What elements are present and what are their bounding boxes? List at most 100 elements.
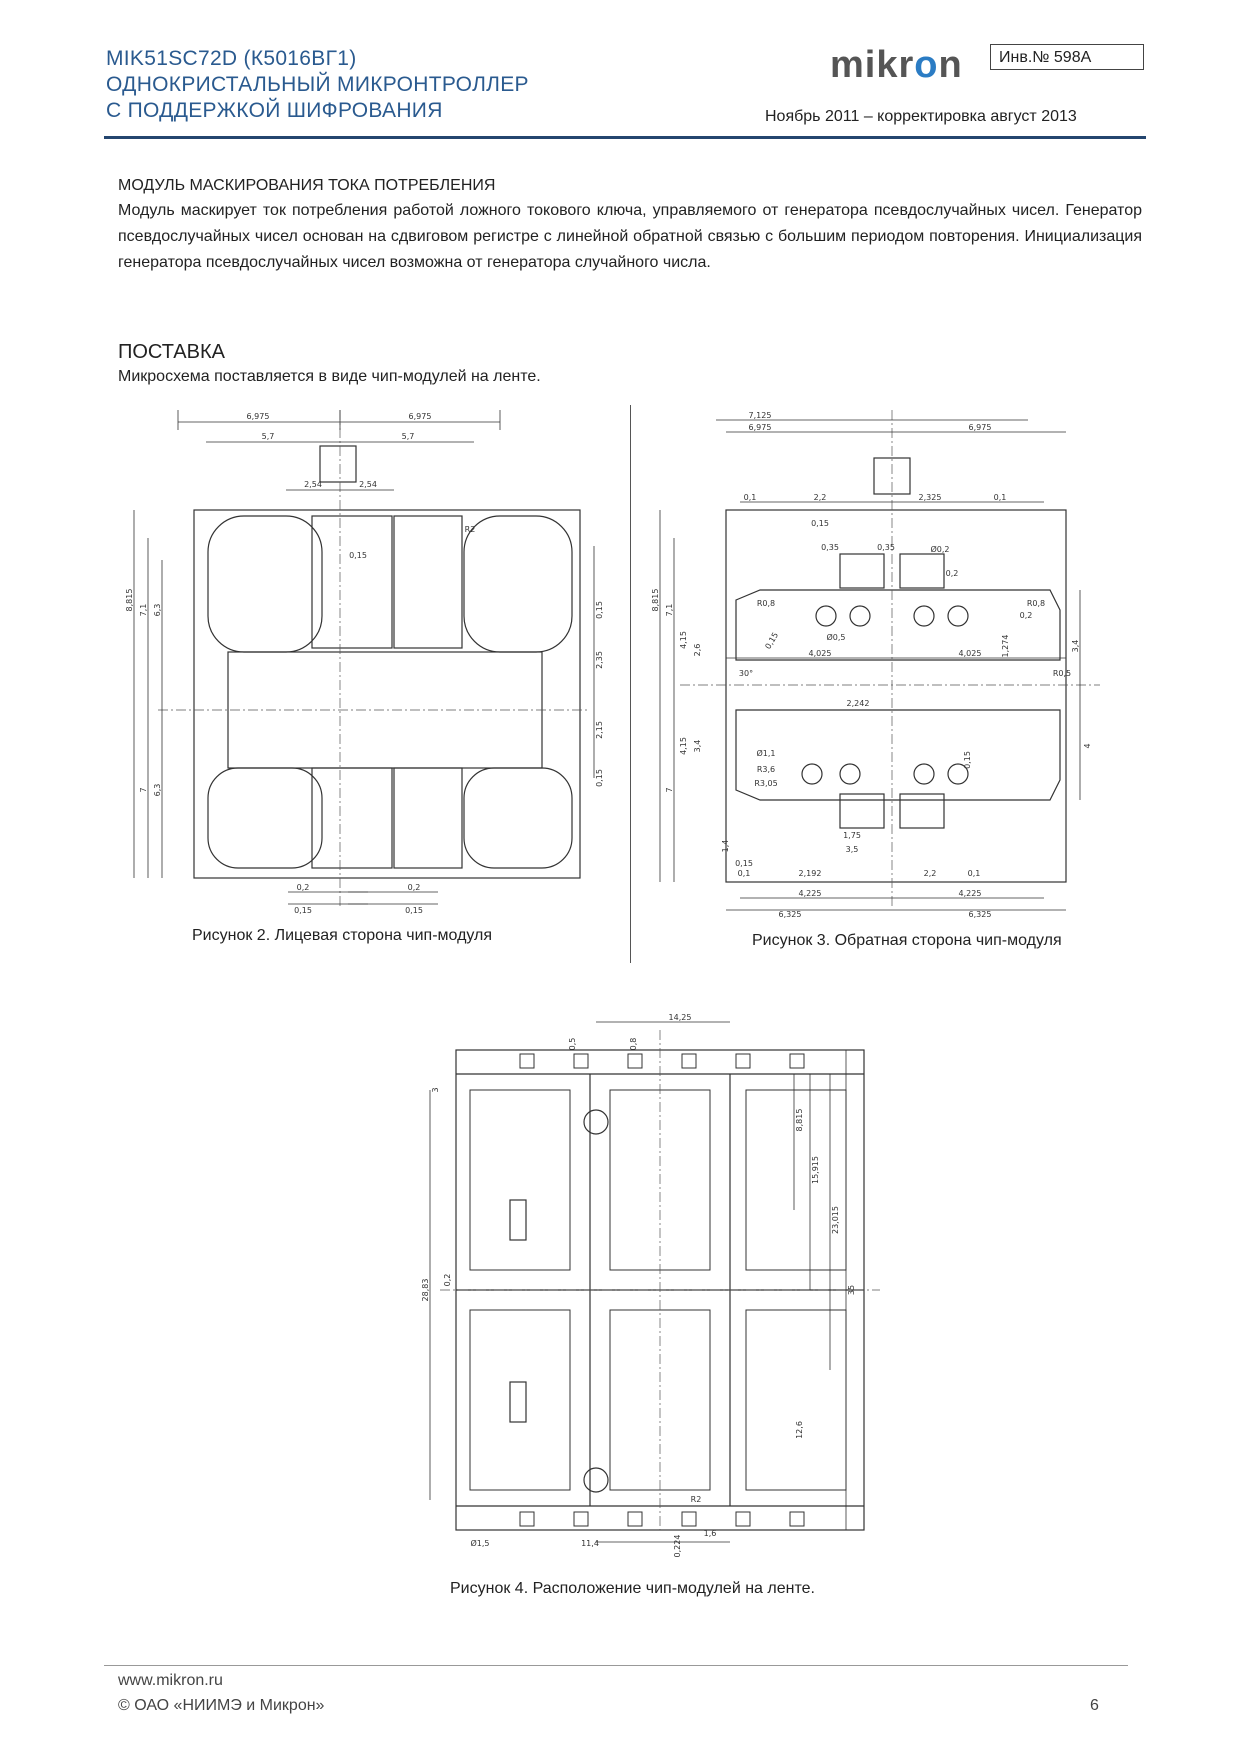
figure-4-tape-layout-drawing: 14,25 0,5 0,8 3 8,815 15,915 23,015 35 2… xyxy=(421,1013,880,1558)
fig3-radius-r08-right: R0,8 xyxy=(1027,599,1045,608)
fig4-dim-d15: Ø1,5 xyxy=(470,1538,489,1548)
fig2-dim-254-right: 2,54 xyxy=(359,480,377,489)
fig4-dim-1425: 14,25 xyxy=(669,1013,692,1022)
fig3-dim-34-right: 3,4 xyxy=(1071,640,1080,653)
fig4-dim-35: 35 xyxy=(847,1285,856,1295)
fig2-dim-8815: 8,815 xyxy=(125,589,134,612)
fig2-dim-015-bottom-right: 0,15 xyxy=(405,906,423,915)
fig3-dim-8815: 8,815 xyxy=(651,589,660,612)
fig3-dim-4025-left: 4,025 xyxy=(809,649,832,658)
page-number: 6 xyxy=(1090,1697,1099,1714)
fig2-dim-63-top: 6,3 xyxy=(153,604,162,617)
fig3-dim-015-diag: 0,15 xyxy=(763,631,780,651)
fig3-dim-2325: 2,325 xyxy=(919,493,942,502)
fig3-dim-01-left: 0,1 xyxy=(744,493,757,502)
fig4-dim-0224: 0,224 xyxy=(673,1535,682,1558)
section-body-delivery: Микросхема поставляется в виде чип-модул… xyxy=(118,368,541,385)
fig2-dim-57-left: 5,7 xyxy=(262,432,275,441)
fig4-radius-r2: R2 xyxy=(691,1495,702,1504)
section-body-current-masking: Модуль маскирует ток потребления работой… xyxy=(118,202,1142,271)
fig3-dim-035-a: 0,35 xyxy=(821,543,839,552)
header-divider xyxy=(104,136,1146,139)
fig3-dim-34-left: 3,4 xyxy=(693,740,702,753)
fig2-radius-r2: R2 xyxy=(465,525,476,534)
fig3-dim-26: 2,6 xyxy=(693,644,702,657)
fig3-dim-22: 2,2 xyxy=(814,493,827,502)
fig2-dim-71: 7,1 xyxy=(139,604,148,617)
fig3-dim-6325-right: 6,325 xyxy=(969,910,992,919)
fig3-dim-415-top: 4,15 xyxy=(679,631,688,649)
fig3-radius-r305: R3,05 xyxy=(754,779,777,788)
fig4-dim-08: 0,8 xyxy=(629,1038,638,1051)
mikron-logo: mikron xyxy=(830,44,963,86)
figure-4-caption: Рисунок 4. Расположение чип-модулей на л… xyxy=(450,1580,815,1597)
fig3-dim-01-right: 0,1 xyxy=(994,493,1007,502)
fig2-dim-215: 2,15 xyxy=(595,721,604,739)
fig4-dim-3: 3 xyxy=(431,1087,440,1092)
fig3-dim-7125: 7,125 xyxy=(749,411,772,420)
fig3-dim-01-bottom-right: 0,1 xyxy=(968,869,981,878)
figure-separator xyxy=(630,405,631,963)
fig3-dim-02-b: 0,2 xyxy=(1020,611,1033,620)
fig3-radius-r36: R3,6 xyxy=(757,765,775,774)
title-line-1: MIK51SC72D (К5016ВГ1) xyxy=(106,47,357,70)
fig3-dim-015-mid: 0,15 xyxy=(963,751,972,769)
fig2-dim-57-right: 5,7 xyxy=(402,432,415,441)
fig3-dim-d11: Ø1,1 xyxy=(756,748,775,758)
fig3-dim-6975-left: 6,975 xyxy=(749,423,772,432)
fig3-dim-d05: Ø0,5 xyxy=(826,632,845,642)
fig4-dim-8815: 8,815 xyxy=(795,1109,804,1132)
fig3-dim-2192: 2,192 xyxy=(799,869,822,878)
figure-3-caption: Рисунок 3. Обратная сторона чип-модуля xyxy=(752,932,1062,949)
fig3-dim-7: 7 xyxy=(665,787,674,792)
fig3-dim-02-a: 0,2 xyxy=(946,569,959,578)
fig3-dim-01-bottom-left: 0,1 xyxy=(738,869,751,878)
fig3-dim-2242: 2,242 xyxy=(847,699,870,708)
fig2-dim-015-right-top: 0,15 xyxy=(595,601,604,619)
fig3-radius-r05: R0,5 xyxy=(1053,669,1071,678)
figure-2-caption: Рисунок 2. Лицевая сторона чип-модуля xyxy=(192,927,493,944)
footer-copyright: © ОАО «НИИМЭ и Микрон» xyxy=(118,1697,325,1714)
fig3-dim-035-b: 0,35 xyxy=(877,543,895,552)
fig3-dim-175: 1,75 xyxy=(843,831,861,840)
footer-divider xyxy=(104,1665,1128,1666)
fig3-dim-4225-right: 4,225 xyxy=(959,889,982,898)
fig4-dim-05: 0,5 xyxy=(568,1038,577,1051)
fig2-dim-6975-right: 6,975 xyxy=(409,412,432,421)
fig2-dim-254-left: 2,54 xyxy=(304,480,322,489)
document-title: MIK51SC72D (К5016ВГ1) ОДНОКРИСТАЛЬНЫЙ МИ… xyxy=(106,46,529,124)
fig3-radius-r08-left: R0,8 xyxy=(757,599,775,608)
fig3-dim-6975-right: 6,975 xyxy=(969,423,992,432)
fig4-dim-23015: 23,015 xyxy=(831,1206,840,1234)
fig3-dim-415-bottom: 4,15 xyxy=(679,737,688,755)
fig2-dim-6975-left: 6,975 xyxy=(247,412,270,421)
fig3-angle-30: 30° xyxy=(739,669,753,678)
fig3-dim-35: 3,5 xyxy=(846,845,859,854)
section-heading-current-masking: МОДУЛЬ МАСКИРОВАНИЯ ТОКА ПОТРЕБЛЕНИЯ xyxy=(118,177,496,194)
fig4-dim-02: 0,2 xyxy=(443,1274,452,1287)
fig2-dim-02-right: 0,2 xyxy=(408,883,421,892)
fig2-dim-7: 7 xyxy=(139,787,148,792)
fig2-dim-235: 2,35 xyxy=(595,651,604,669)
section-heading-delivery: ПОСТАВКА xyxy=(118,341,225,363)
title-line-3: С ПОДДЕРЖКОЙ ШИФРОВАНИЯ xyxy=(106,99,443,122)
fig4-dim-15915: 15,915 xyxy=(811,1156,820,1184)
document-date: Ноябрь 2011 – корректировка август 2013 xyxy=(765,108,1077,125)
figure-3-back-side-drawing: 7,125 6,975 6,975 0,1 2,2 2,325 0,1 0,15… xyxy=(651,410,1100,919)
fig4-dim-2883: 28,83 xyxy=(421,1279,430,1302)
figure-2-front-side-drawing: 6,975 6,975 5,7 5,7 2,54 2,54 0,15 R2 8,… xyxy=(125,410,604,915)
fig3-dim-22-bottom: 2,2 xyxy=(924,869,937,878)
fig3-dim-4: 4 xyxy=(1083,743,1092,748)
fig3-dim-d02: Ø0,2 xyxy=(930,544,949,554)
fig3-dim-4225-left: 4,225 xyxy=(799,889,822,898)
fig2-dim-02-left: 0,2 xyxy=(297,883,310,892)
fig3-dim-71: 7,1 xyxy=(665,604,674,617)
fig2-dim-015-top: 0,15 xyxy=(349,551,367,560)
fig4-dim-16: 1,6 xyxy=(704,1529,717,1538)
fig2-dim-63-bottom: 6,3 xyxy=(153,784,162,797)
title-line-2: ОДНОКРИСТАЛЬНЫЙ МИКРОНТРОЛЛЕР xyxy=(106,73,529,96)
fig3-dim-1274: 1,274 xyxy=(1001,635,1010,658)
fig4-dim-114: 11,4 xyxy=(581,1539,599,1548)
fig2-dim-015-bottom-left: 0,15 xyxy=(294,906,312,915)
inventory-number: Инв.№ 598А xyxy=(990,44,1144,70)
